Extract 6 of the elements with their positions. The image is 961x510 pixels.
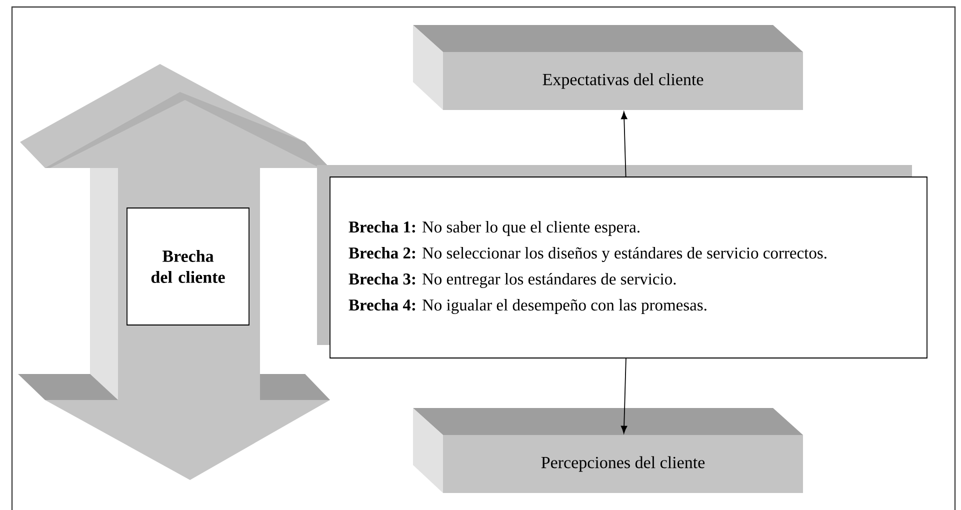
- arrow: [620, 358, 628, 434]
- block-box: Expectativas del cliente: [413, 25, 803, 110]
- block-box: Percepciones del cliente: [413, 408, 803, 493]
- label-box: Brecha del cliente: [126, 208, 250, 326]
- arrow: [620, 112, 628, 177]
- gap-list-box: Brecha 1: No saber lo que el cliente espera. Brecha 2: No seleccionar los diseños y estándares de servicio correctos. Brecha 3: No entregar los estándares de servicio. Brecha 4: No igualar el desempeño con las promesas.: [330, 176, 928, 358]
